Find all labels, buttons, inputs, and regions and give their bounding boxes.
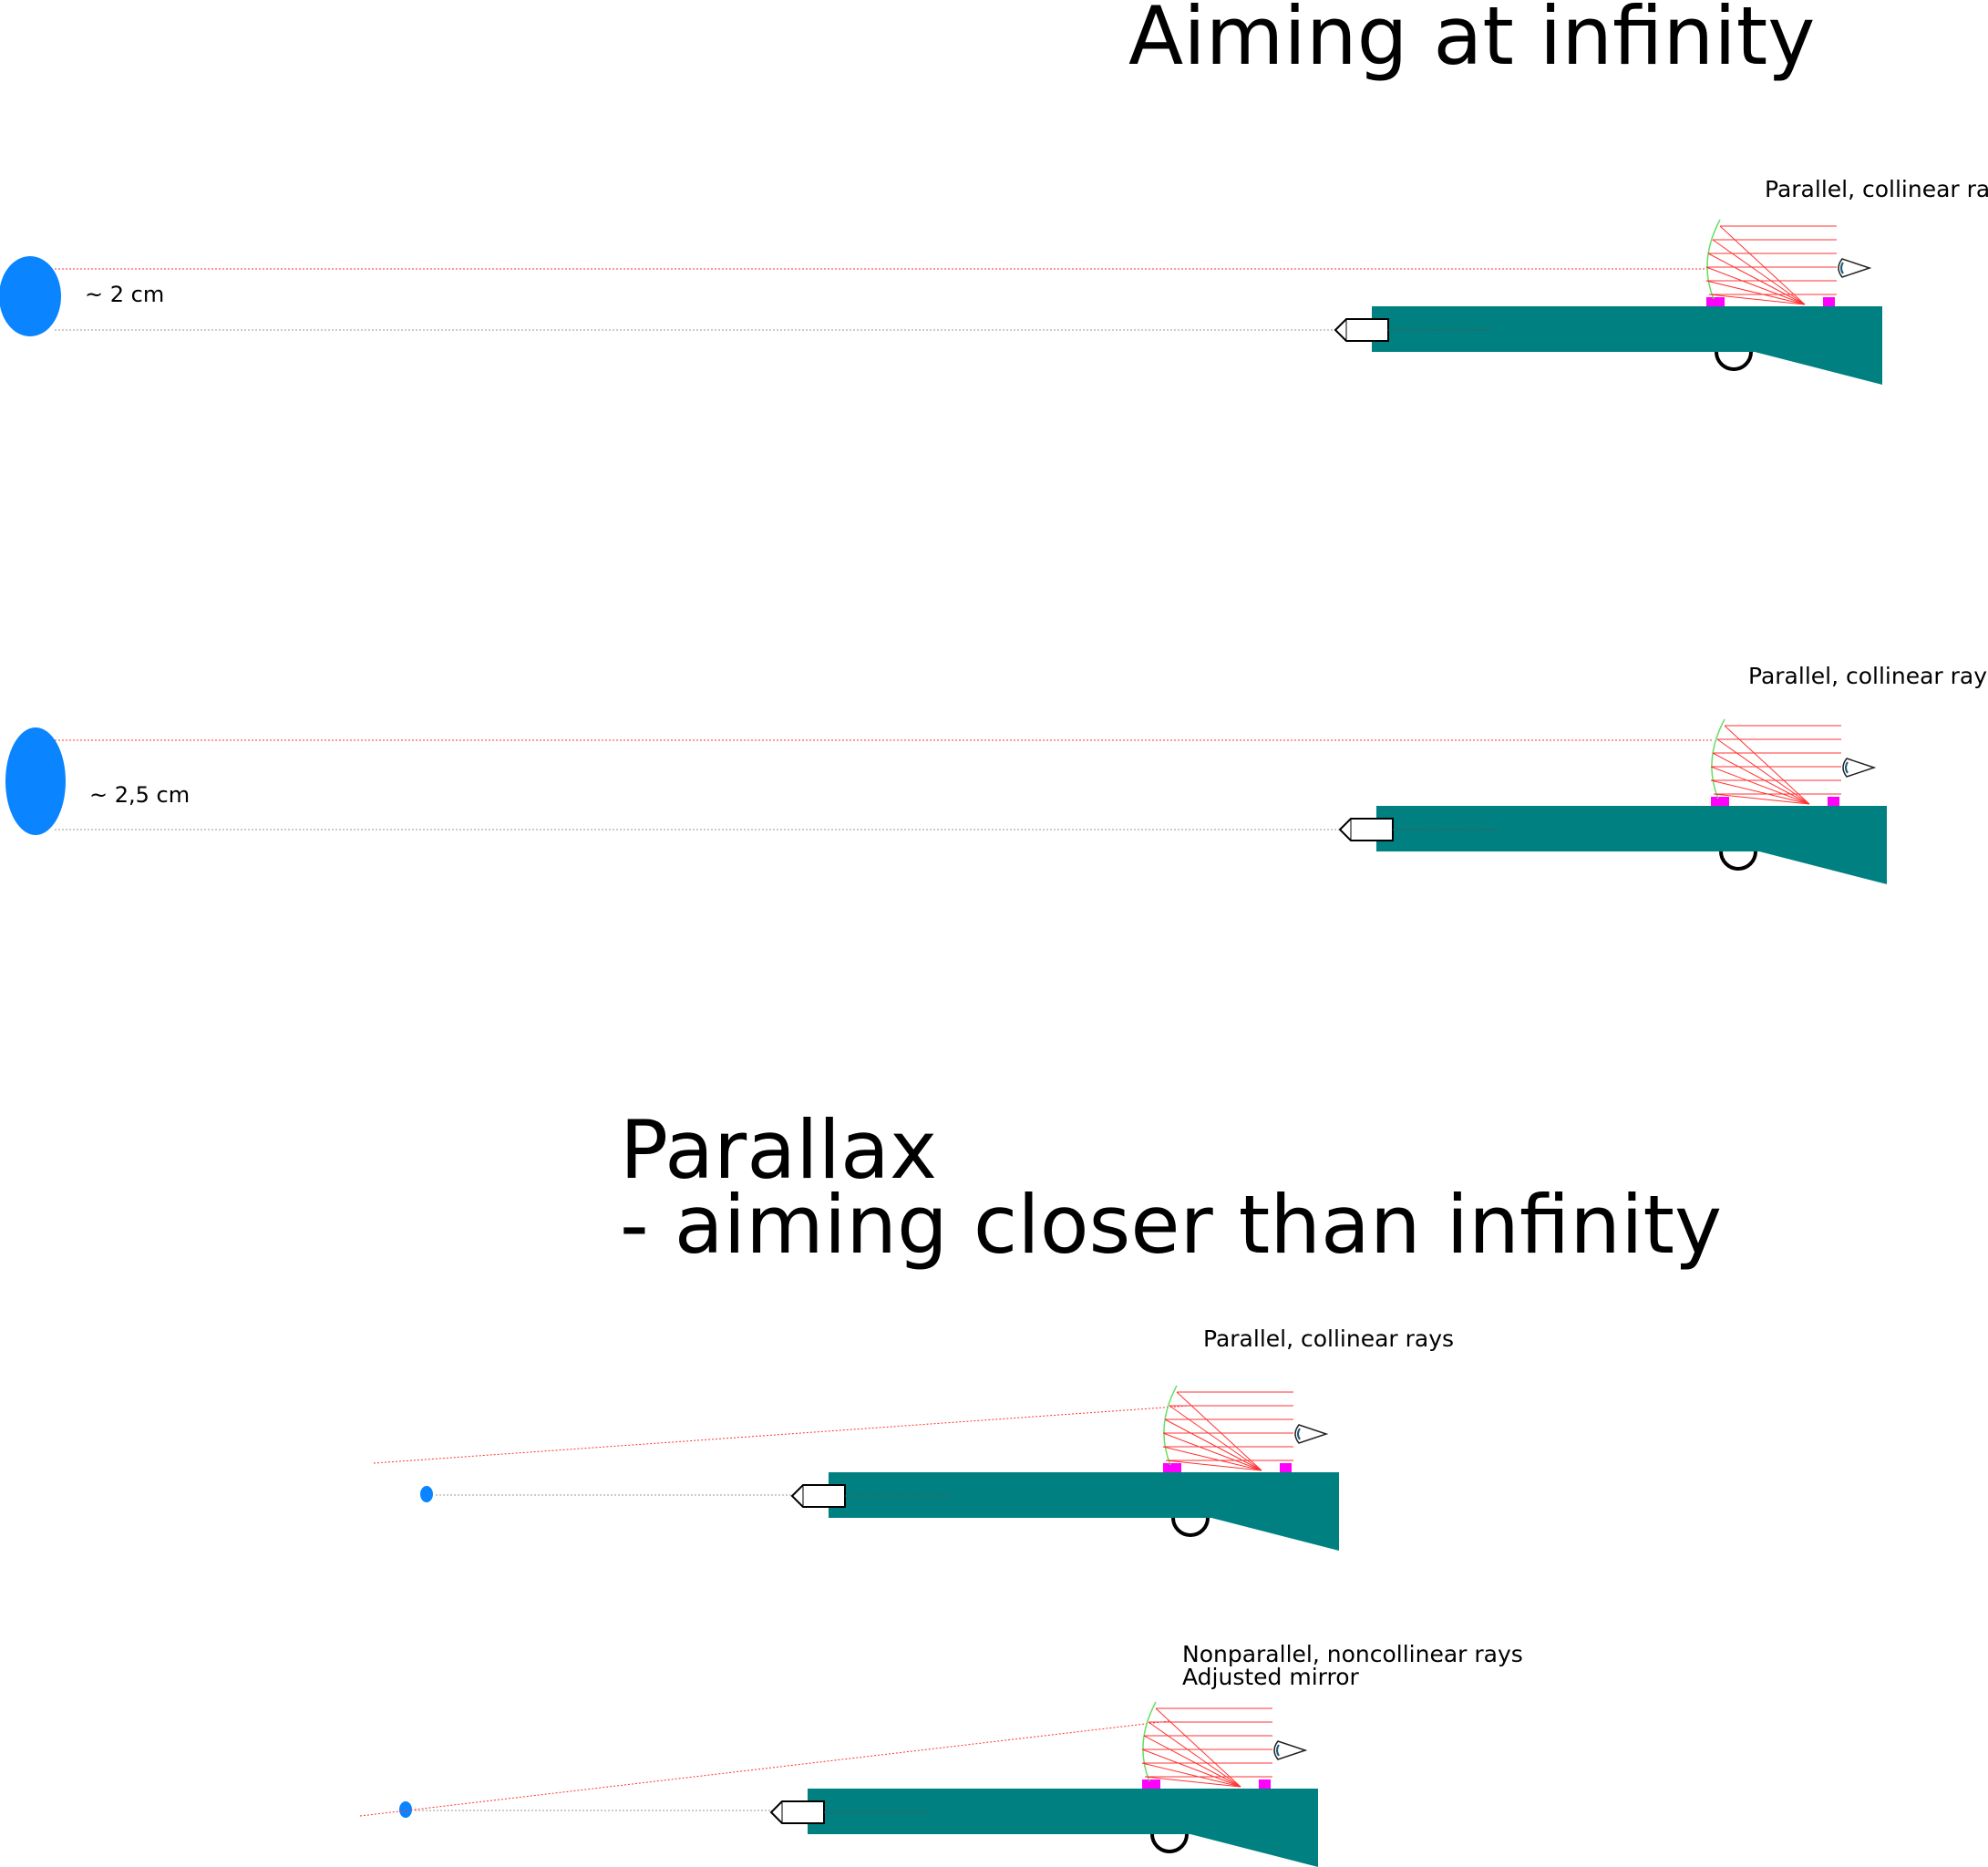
rays-label-line1: Nonparallel, noncollinear rays bbox=[1182, 1641, 1523, 1667]
panel-3: Parallel, collinear rays bbox=[373, 1325, 1454, 1552]
aim-ray bbox=[359, 1720, 1169, 1817]
panel-1: ~ 2 cm Parallel, collinear rays bbox=[0, 176, 1988, 387]
reflex-sight-gun bbox=[790, 1384, 1341, 1552]
rays-label: Parallel, collinear rays bbox=[1203, 1325, 1454, 1352]
target-size-label: ~ 2 cm bbox=[85, 282, 164, 307]
title-aiming-at-infinity: Aiming at infinity bbox=[1128, 0, 1815, 83]
aim-ray bbox=[373, 1405, 1190, 1464]
target-size-label: ~ 2,5 cm bbox=[89, 782, 190, 808]
title-parallax: Parallax bbox=[620, 1103, 937, 1197]
panel-4: Nonparallel, noncollinear rays Adjusted … bbox=[359, 1641, 1523, 1867]
rays-label-line2: Adjusted mirror bbox=[1182, 1664, 1360, 1690]
rays-label: Parallel, collinear rays bbox=[1765, 176, 1988, 202]
reflex-sight-gun bbox=[769, 1700, 1320, 1867]
reflex-sight-gun bbox=[1338, 717, 1889, 886]
target-large bbox=[5, 727, 66, 835]
target-large bbox=[0, 256, 61, 336]
rays-label: Parallel, collinear rays bbox=[1748, 663, 1988, 689]
reflex-sight-gun bbox=[1334, 218, 1884, 387]
target-small bbox=[399, 1801, 412, 1818]
target-small bbox=[420, 1486, 433, 1502]
title-parallax-subtitle: - aiming closer than infinity bbox=[620, 1178, 1722, 1272]
panel-2: ~ 2,5 cm Parallel, collinear rays bbox=[5, 663, 1988, 886]
